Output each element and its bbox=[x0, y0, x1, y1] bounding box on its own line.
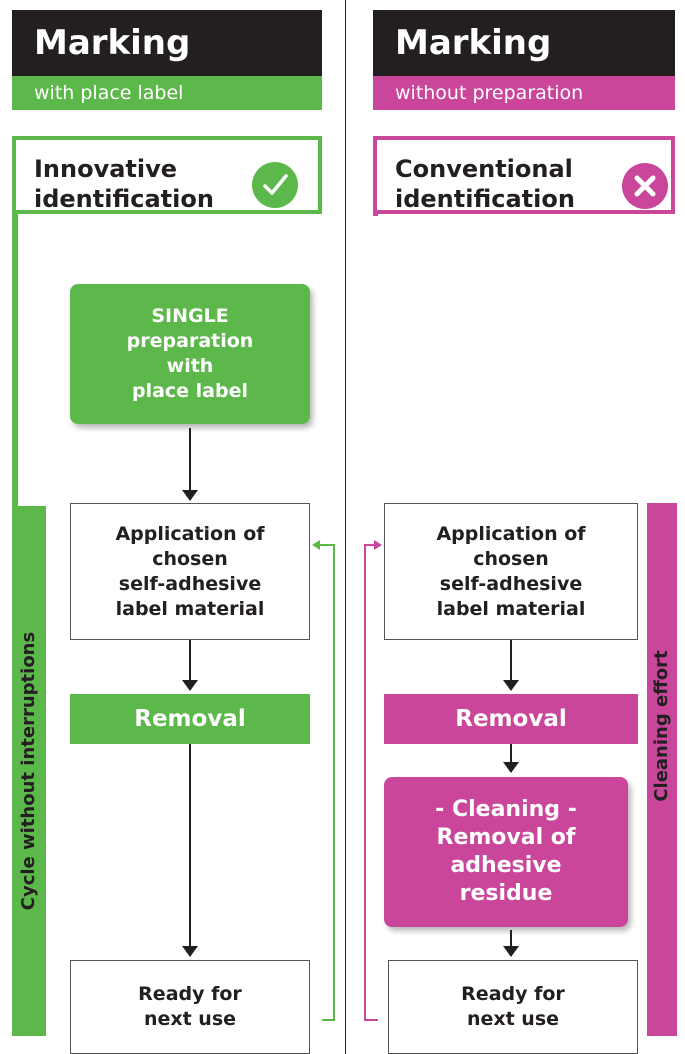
right-step-application: Application of chosen self-adhesive labe… bbox=[384, 503, 638, 640]
right-side-band-wide bbox=[647, 503, 677, 1036]
right-title-box: Conventional identification bbox=[373, 136, 675, 214]
right-arrow-cleaning-to-ready bbox=[503, 930, 519, 957]
left-step-removal: Removal bbox=[70, 694, 310, 744]
right-step-removal: Removal bbox=[384, 694, 638, 744]
left-arrow-application-to-removal bbox=[182, 640, 198, 691]
right-step-application-label: Application of chosen self-adhesive labe… bbox=[436, 522, 586, 620]
left-step-preparation: SINGLE preparation with place label bbox=[70, 284, 310, 424]
right-step-cleaning: - Cleaning - Removal of adhesive residue bbox=[384, 777, 628, 927]
left-step-application-label: Application of chosen self-adhesive labe… bbox=[115, 522, 265, 620]
left-arrow-removal-to-ready bbox=[182, 744, 198, 957]
right-title: Conventional identification bbox=[395, 155, 575, 213]
right-header: Marking bbox=[373, 10, 675, 76]
left-step-preparation-label: SINGLE preparation with place label bbox=[126, 305, 254, 402]
left-title-box: Innovative identification bbox=[12, 136, 322, 214]
right-loop-connector bbox=[364, 540, 382, 1021]
right-step-ready-label: Ready for next use bbox=[461, 983, 565, 1030]
left-arrow-prep-to-application bbox=[182, 428, 198, 501]
left-title: Innovative identification bbox=[34, 155, 214, 213]
right-subheader: without preparation bbox=[373, 76, 675, 110]
right-arrow-application-to-removal bbox=[503, 640, 519, 691]
left-loop-connector bbox=[312, 540, 335, 1021]
check-icon bbox=[252, 162, 298, 208]
left-side-band bbox=[12, 136, 18, 506]
left-step-removal-label: Removal bbox=[134, 705, 246, 732]
left-header: Marking bbox=[12, 10, 322, 76]
left-subheader: with place label bbox=[12, 76, 322, 110]
right-step-removal-label: Removal bbox=[455, 705, 567, 732]
left-step-ready: Ready for next use bbox=[70, 960, 310, 1054]
column-divider bbox=[345, 0, 346, 1054]
cross-icon bbox=[622, 163, 668, 209]
right-step-cleaning-label: - Cleaning - Removal of adhesive residue bbox=[435, 797, 577, 906]
left-side-band-wide bbox=[12, 506, 46, 1036]
right-arrow-removal-to-cleaning bbox=[503, 744, 519, 773]
left-step-application: Application of chosen self-adhesive labe… bbox=[70, 503, 310, 640]
left-step-ready-label: Ready for next use bbox=[138, 983, 242, 1030]
